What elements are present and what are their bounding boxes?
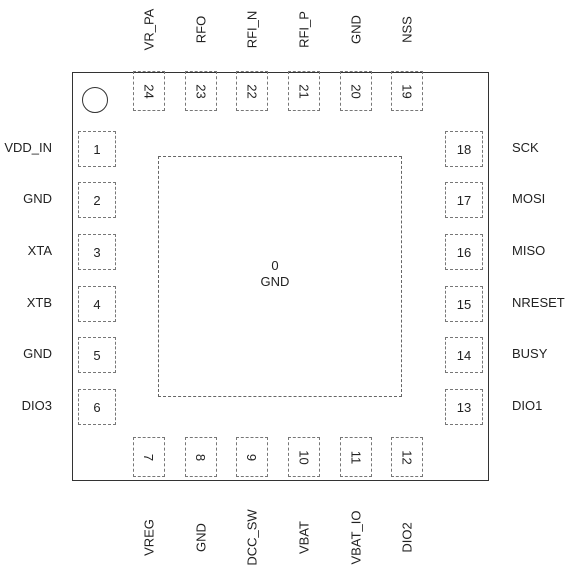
pin-number: 3: [93, 244, 101, 260]
pin-label-top: RFI_N: [244, 10, 260, 49]
chip-body: [72, 72, 489, 481]
pin-label-right: BUSY: [512, 346, 548, 361]
pin-pad-bottom: 12: [391, 437, 423, 477]
pin-label-right: SCK: [512, 140, 539, 155]
pin-pad-right: 18: [445, 131, 483, 167]
pin1-marker-icon: [82, 87, 108, 113]
pin-pad-bottom: 11: [340, 437, 372, 477]
pin-pad-top: 22: [236, 71, 268, 111]
pin-number: 9: [244, 453, 260, 461]
pin-pad-bottom: 9: [236, 437, 268, 477]
pin-pad-top: 23: [185, 71, 217, 111]
pin-number: 10: [296, 449, 312, 465]
pin-pad-right: 16: [445, 234, 483, 270]
pin-pad-right: 17: [445, 182, 483, 218]
pin-number: 24: [141, 83, 157, 99]
pin-pad-left: 3: [78, 234, 116, 270]
pin-pad-right: 13: [445, 389, 483, 425]
pin-label-left: VDD_IN: [4, 140, 52, 155]
pin-pad-bottom: 7: [133, 437, 165, 477]
pin-label-top: NSS: [399, 16, 415, 43]
pin-number: 15: [456, 296, 472, 312]
pin-label-bottom: GND: [193, 523, 209, 552]
pin-pad-top: 20: [340, 71, 372, 111]
pin-number: 11: [348, 450, 364, 464]
pin-pad-top: 19: [391, 71, 423, 111]
pin-number: 22: [244, 83, 260, 99]
exposed-pad-number: 0: [271, 258, 279, 273]
pin-label-top: VR_PA: [141, 8, 157, 51]
pin-number: 17: [456, 192, 472, 208]
pin-number: 5: [93, 347, 101, 363]
pin-label-bottom: VREG: [141, 519, 157, 556]
pin-label-right: NRESET: [512, 295, 565, 310]
pin-number: 20: [348, 83, 364, 99]
pin-number: 19: [399, 83, 415, 99]
pin-number: 18: [456, 141, 472, 157]
exposed-pad-label: 0 GND: [240, 258, 310, 290]
pin-pad-bottom: 8: [185, 437, 217, 477]
pin-label-right: DIO1: [512, 398, 543, 413]
pin-label-top: GND: [348, 15, 364, 44]
pin-label-left: GND: [23, 191, 52, 206]
pin-number: 16: [456, 244, 472, 260]
pin-number: 4: [93, 296, 101, 312]
pin-label-left: DIO3: [21, 398, 52, 413]
pin-label-left: XTB: [26, 295, 52, 310]
pin-number: 13: [456, 399, 472, 415]
pin-label-left: GND: [23, 346, 52, 361]
pin-pad-top: 24: [133, 71, 165, 111]
pin-pad-left: 2: [78, 182, 116, 218]
pin-pad-left: 5: [78, 337, 116, 373]
pin-number: 12: [399, 449, 415, 465]
pin-label-bottom: DIO2: [399, 522, 415, 553]
exposed-pad-name: GND: [260, 274, 290, 289]
pin-label-top: RFO: [193, 15, 209, 44]
pin-pad-bottom: 10: [288, 437, 320, 477]
pin-number: 23: [193, 83, 209, 99]
exposed-pad: [158, 156, 402, 397]
pin-pad-top: 21: [288, 71, 320, 111]
pin-number: 6: [93, 399, 101, 415]
pin-number: 7: [141, 453, 157, 461]
pin-label-top: RFI_P: [296, 11, 312, 48]
pin-label-bottom: VBAT_IO: [348, 510, 364, 565]
pin-label-left: XTA: [27, 243, 52, 258]
pin-pad-left: 6: [78, 389, 116, 425]
pin-number: 21: [296, 83, 312, 99]
pin-label-bottom: VBAT: [296, 521, 312, 554]
pin-label-right: MISO: [512, 243, 546, 258]
pin-number: 2: [93, 192, 101, 208]
pin-pad-left: 4: [78, 286, 116, 322]
pin-label-right: MOSI: [512, 191, 546, 206]
pin-pad-right: 14: [445, 337, 483, 373]
pin-pad-left: 1: [78, 131, 116, 167]
pin-number: 8: [193, 453, 209, 461]
pin-label-bottom: DCC_SW: [244, 509, 260, 566]
pin-number: 14: [456, 347, 472, 363]
pin-number: 1: [93, 141, 101, 157]
pin-pad-right: 15: [445, 286, 483, 322]
